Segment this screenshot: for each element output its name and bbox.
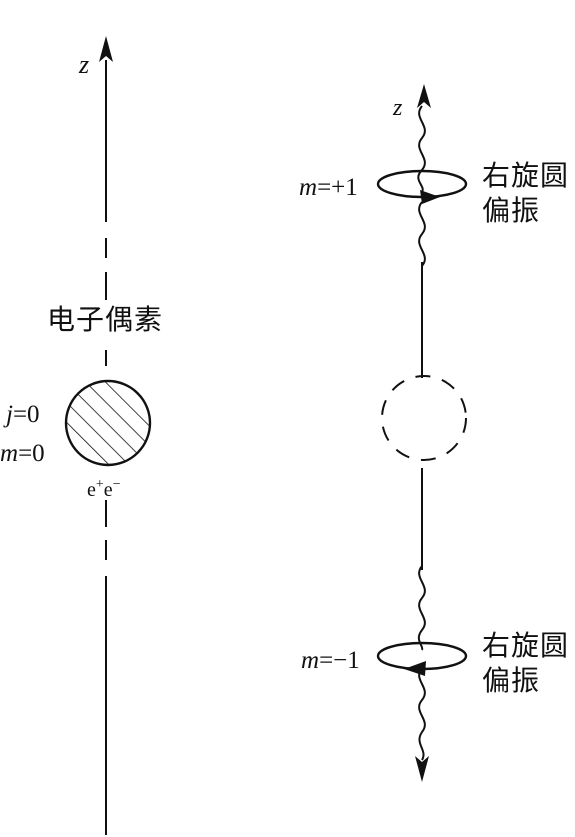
particle-e2: e xyxy=(103,479,113,501)
lower-photon-arrowhead xyxy=(415,756,429,782)
j-value: =0 xyxy=(12,401,40,428)
upper-m-symbol: m xyxy=(299,174,318,201)
lower-polarization-line1: 右旋圆 xyxy=(482,629,570,662)
lower-photon-wave xyxy=(418,667,426,761)
upper-polarization-line1: 右旋圆 xyxy=(482,159,570,192)
particle-sup1: + xyxy=(95,477,104,492)
particle-sup2: − xyxy=(112,477,121,492)
upper-rotation-ellipse xyxy=(376,169,468,204)
j-symbol: j xyxy=(6,401,13,428)
left-axis-arrowhead xyxy=(99,36,113,62)
positronium-particle xyxy=(64,379,152,467)
m-value: =0 xyxy=(18,440,45,467)
upper-photon-arrowhead xyxy=(417,84,431,108)
lower-rotation-ellipse xyxy=(376,641,468,676)
upper-m-label: m=+1 xyxy=(299,175,358,200)
lower-photon-wave xyxy=(417,565,426,651)
lower-m-value: =−1 xyxy=(319,647,360,674)
angular-momentum-j-label: j=0 xyxy=(6,402,40,427)
right-axis-label: z xyxy=(393,95,403,121)
lower-polarization-line2: 偏振 xyxy=(482,664,541,697)
left-axis-label: z xyxy=(79,50,90,79)
electron-positron-label: e+e− xyxy=(87,477,121,501)
annihilated-positronium-dashed-circle xyxy=(381,375,467,461)
upper-photon xyxy=(417,84,431,267)
magnetic-quantum-m-label: m=0 xyxy=(0,441,45,466)
lower-m-label: m=−1 xyxy=(301,648,360,673)
m-symbol: m xyxy=(0,440,19,467)
upper-m-value: =+1 xyxy=(317,174,358,201)
upper-photon-wave xyxy=(418,201,426,267)
positronium-title: 电子偶素 xyxy=(47,303,164,336)
particle-e1: e xyxy=(87,479,96,501)
upper-polarization-line2: 偏振 xyxy=(482,194,541,227)
upper-rotation-arrow xyxy=(420,190,440,204)
upper-photon-wave xyxy=(417,105,426,193)
lower-m-symbol: m xyxy=(301,647,320,674)
left-z-axis xyxy=(99,36,113,835)
lower-rotation-arrow xyxy=(404,661,426,676)
